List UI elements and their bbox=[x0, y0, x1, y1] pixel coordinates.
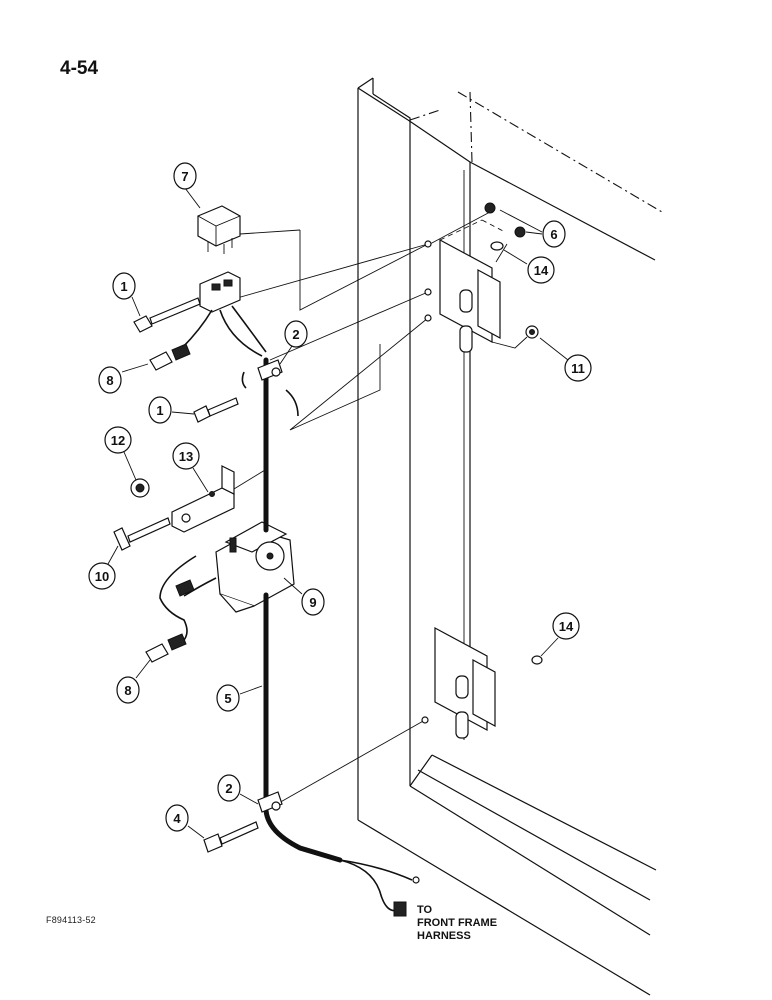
svg-text:14: 14 bbox=[559, 619, 574, 634]
svg-text:8: 8 bbox=[106, 373, 113, 388]
cab-frame bbox=[357, 77, 663, 996]
clip-lower bbox=[257, 791, 283, 813]
bolt-10 bbox=[113, 517, 171, 551]
svg-text:13: 13 bbox=[179, 449, 193, 464]
callout-11: 11 bbox=[539, 337, 592, 382]
callout-8-lower: 8 bbox=[116, 659, 151, 704]
svg-text:8: 8 bbox=[124, 683, 131, 698]
svg-text:10: 10 bbox=[95, 569, 109, 584]
bolt-1b bbox=[193, 397, 239, 423]
svg-text:12: 12 bbox=[111, 433, 125, 448]
bolt-1a bbox=[133, 297, 201, 333]
front-frame-harness-note: TO FRONT FRAME HARNESS bbox=[417, 904, 497, 942]
callout-4: 4 bbox=[165, 804, 205, 839]
bolt-4 bbox=[203, 821, 259, 853]
callout-9: 9 bbox=[283, 577, 325, 616]
clip-upper bbox=[257, 359, 283, 381]
relay bbox=[197, 205, 241, 254]
main-harness bbox=[263, 357, 420, 917]
callout-12: 12 bbox=[104, 426, 137, 481]
svg-text:6: 6 bbox=[550, 227, 557, 242]
svg-text:2: 2 bbox=[225, 781, 232, 796]
svg-text:HARNESS: HARNESS bbox=[417, 930, 471, 942]
callout-8-upper: 8 bbox=[98, 363, 149, 394]
lower-hinge bbox=[434, 626, 496, 739]
callout-14-lower: 14 bbox=[540, 612, 580, 657]
lower-pigtail bbox=[145, 555, 217, 663]
svg-text:FRONT FRAME: FRONT FRAME bbox=[417, 917, 497, 929]
relay-socket bbox=[199, 229, 301, 313]
callout-2-lower: 2 bbox=[217, 774, 259, 805]
motor-assembly bbox=[215, 521, 295, 613]
callout-label: 7 bbox=[181, 169, 188, 184]
svg-text:11: 11 bbox=[571, 361, 585, 376]
svg-text:1: 1 bbox=[120, 279, 127, 294]
callout-1-upper: 1 bbox=[112, 272, 141, 317]
svg-text:1: 1 bbox=[156, 403, 163, 418]
figure-code: F894113-52 bbox=[46, 915, 96, 925]
page-number: 4-54 bbox=[60, 58, 99, 79]
callout-5: 5 bbox=[216, 684, 263, 712]
upper-pigtail bbox=[149, 305, 299, 417]
svg-text:5: 5 bbox=[224, 691, 231, 706]
svg-text:14: 14 bbox=[534, 263, 549, 278]
callout-1-lower: 1 bbox=[148, 396, 195, 424]
callout-14-upper: 14 bbox=[503, 249, 555, 284]
svg-text:2: 2 bbox=[292, 327, 299, 342]
nut bbox=[130, 478, 150, 498]
svg-text:TO: TO bbox=[417, 904, 433, 916]
frame-hardware bbox=[421, 202, 543, 724]
bracket bbox=[171, 465, 235, 533]
callout-6: 6 bbox=[499, 209, 566, 248]
callout-7: 7 bbox=[173, 162, 201, 209]
svg-text:4: 4 bbox=[173, 811, 181, 826]
svg-text:9: 9 bbox=[309, 595, 316, 610]
callout-13: 13 bbox=[172, 442, 209, 493]
upper-hinge bbox=[439, 219, 528, 353]
callout-10: 10 bbox=[88, 545, 119, 590]
callout-2-upper: 2 bbox=[279, 320, 308, 365]
